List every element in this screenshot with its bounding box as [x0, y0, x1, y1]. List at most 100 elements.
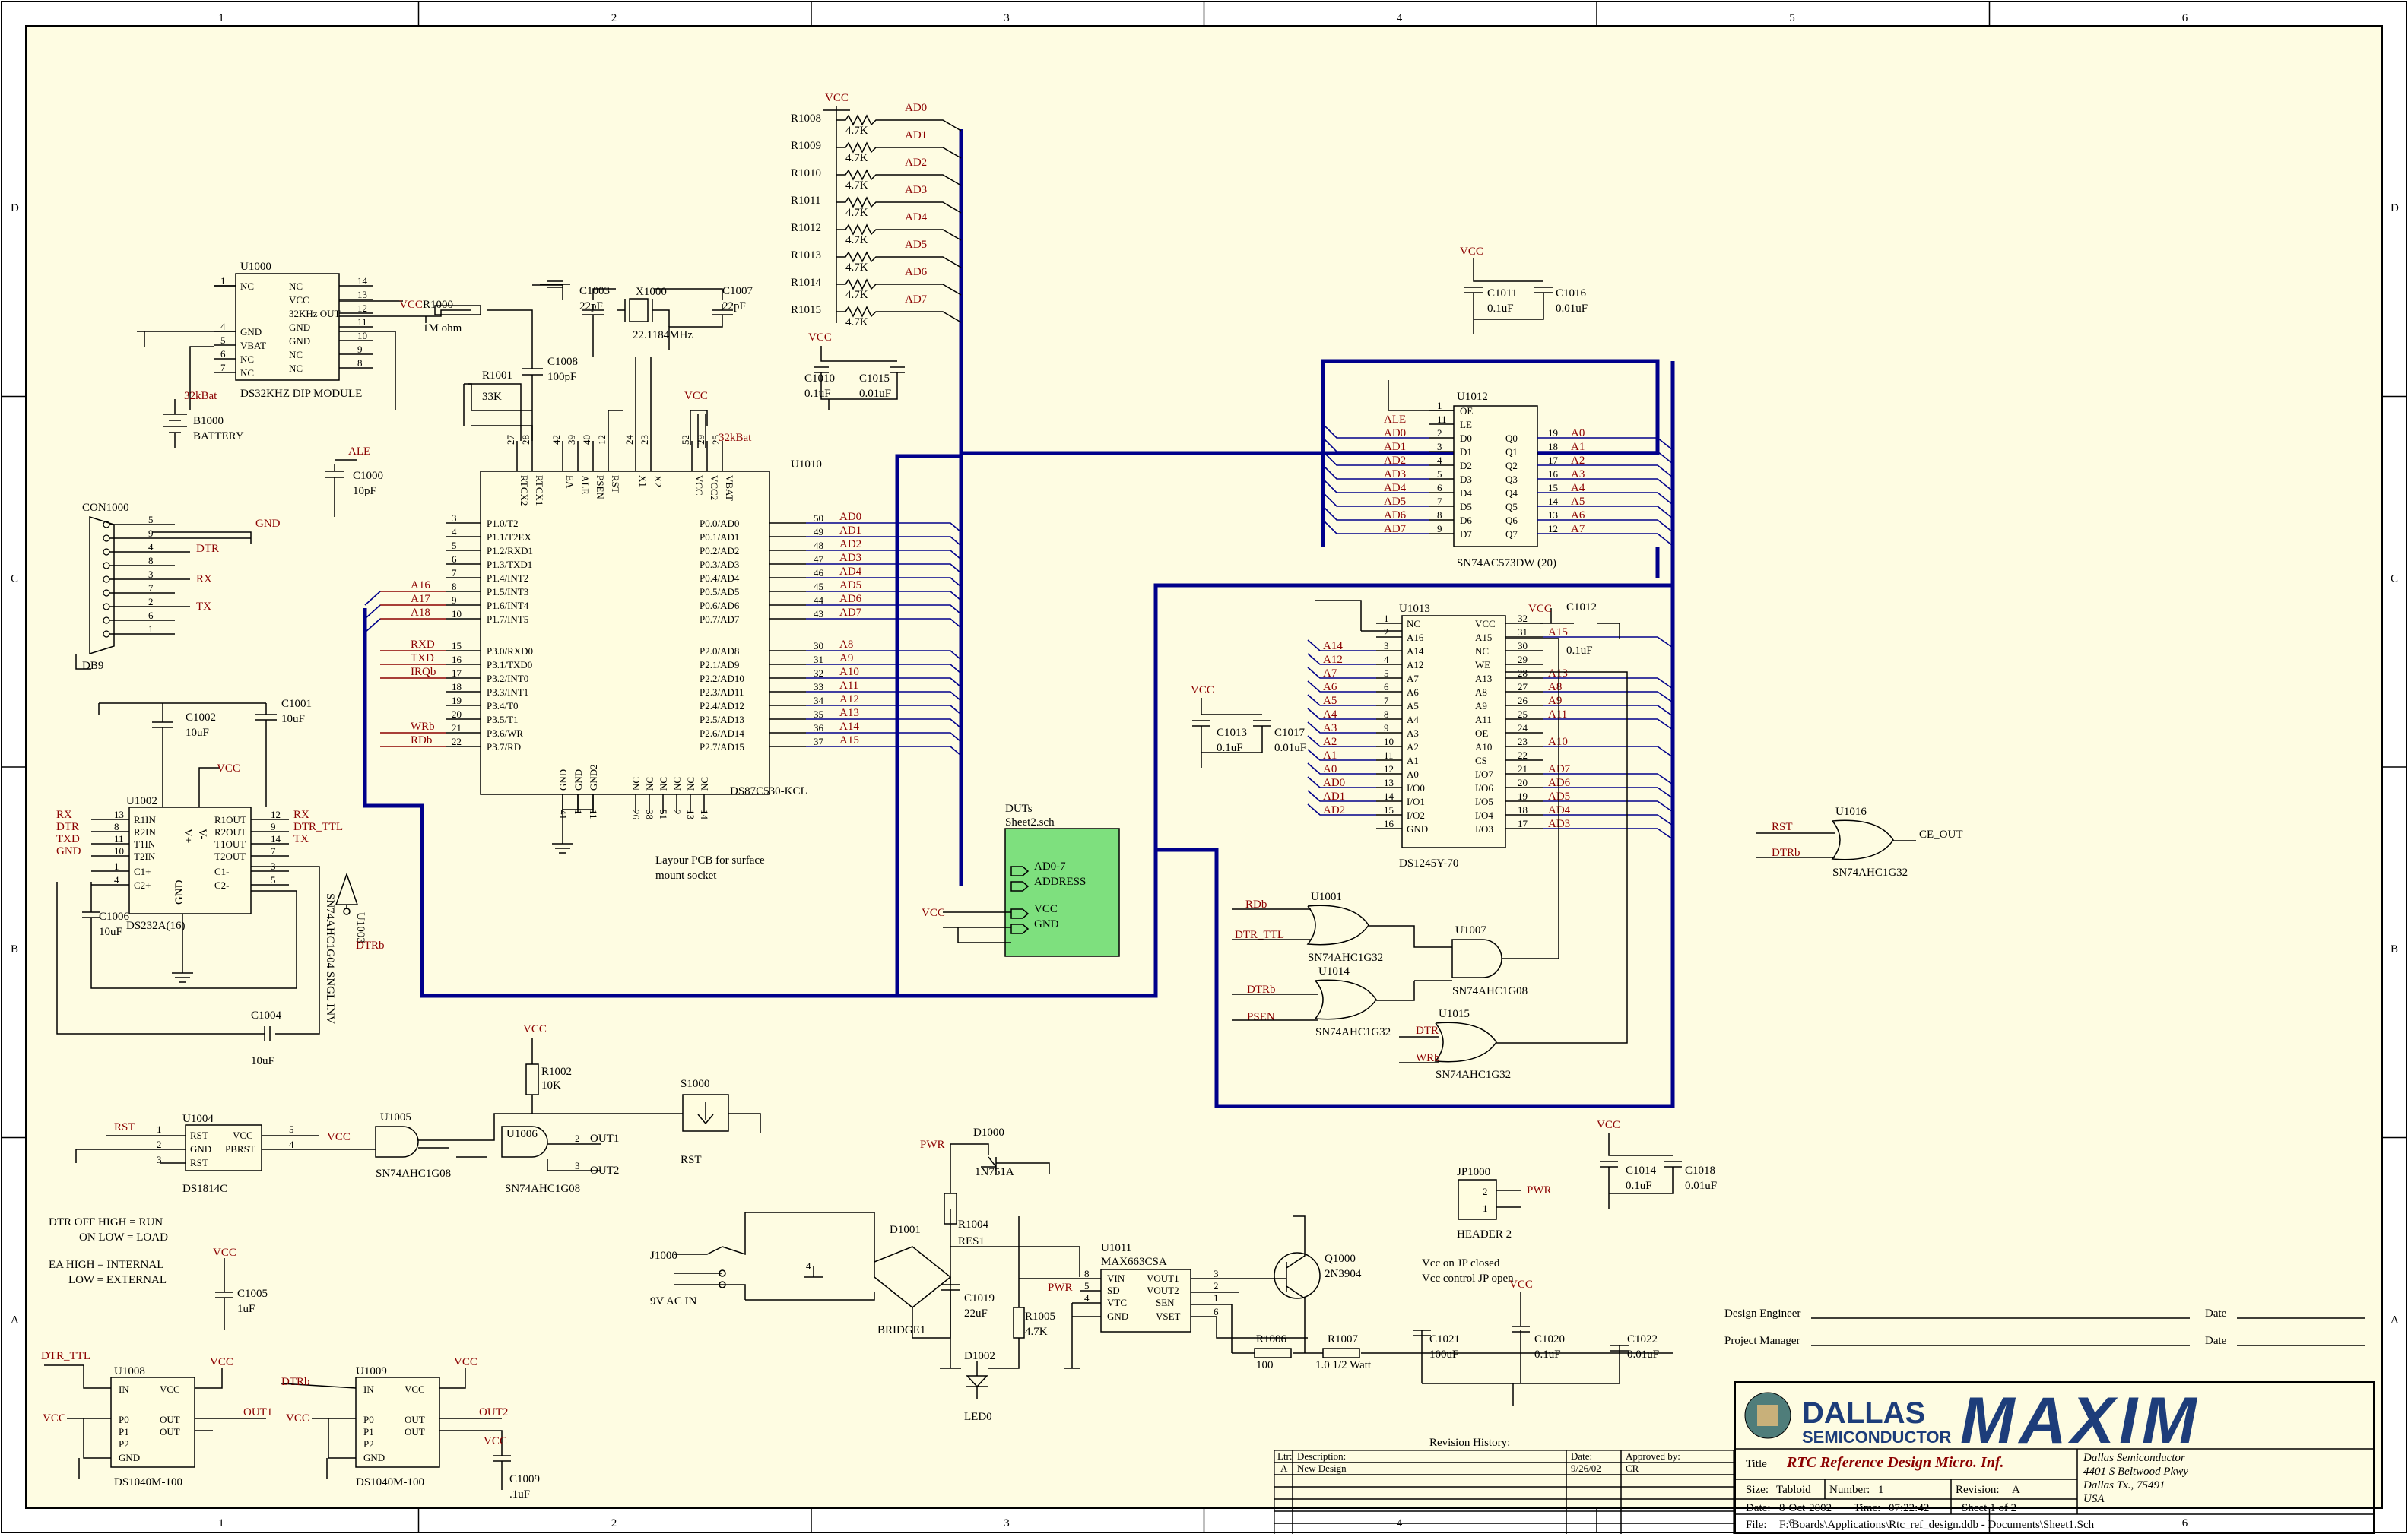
pin-label: P0.5/AD5 [700, 586, 739, 597]
pin-number: 8 [452, 581, 457, 592]
title-block: Design Engineer Date Project Manager Dat… [1724, 1307, 2375, 1534]
mcu-net-ad6: AD6 [839, 593, 862, 605]
gate-ref: U1014 [1318, 965, 1350, 978]
pin-label: I/O3 [1475, 823, 1493, 835]
pin-number: 10 [452, 608, 462, 620]
svg-text:U1011: U1011 [1101, 1242, 1131, 1254]
pin-label: VCC2 [709, 475, 720, 500]
pin-label: I/O0 [1407, 782, 1425, 794]
pin-number: 52 [680, 435, 691, 445]
u1008-delay-line: U1008 DS1040M-100 IN P0 P1 P2 GND VCC OU… [41, 1350, 272, 1488]
svg-text:RST: RST [114, 1121, 135, 1133]
pin-label: Q4 [1505, 487, 1518, 499]
svg-text:0.1uF: 0.1uF [1626, 1180, 1652, 1192]
db9-pin-number: 4 [148, 541, 154, 553]
svg-text:GND: GND [190, 1143, 211, 1155]
svg-text:22pF: 22pF [579, 300, 603, 312]
sram-left-net: A5 [1323, 695, 1337, 707]
svg-text:DS1245Y-70: DS1245Y-70 [1399, 857, 1458, 870]
pin-label: P1.4/INT2 [487, 572, 528, 584]
u1002-rs232-transceiver: U1002 DS232A(16) R1IN13R2IN8T1IN11T2IN10… [56, 698, 343, 1067]
sram-right-net: A11 [1548, 708, 1567, 721]
svg-text:22.1184MHz: 22.1184MHz [633, 329, 693, 341]
net-label-a18: A18 [411, 607, 430, 619]
pin-label: P2.3/AD11 [700, 686, 744, 698]
svg-text:VCC: VCC [1460, 246, 1483, 258]
pin-number: 28 [1518, 667, 1528, 679]
net-label-rdb: RDb [411, 734, 432, 746]
grid-col-label: 3 [1004, 1517, 1010, 1529]
pin-label: NC [289, 280, 303, 292]
pin-label: A11 [1475, 714, 1492, 725]
pin-number: 31 [1518, 626, 1528, 638]
resistor-r1011: R1011 [791, 195, 820, 207]
pin-number: 42 [550, 435, 562, 445]
svg-text:VCC: VCC [43, 1412, 66, 1425]
pin-number: 4 [452, 526, 457, 537]
svg-text:SD: SD [1107, 1285, 1120, 1296]
grid-row-label: A [11, 1314, 19, 1326]
pin-number: 37 [814, 736, 824, 747]
resistor-r1013: R1013 [791, 249, 821, 261]
c1011-c1016: VCC C1011 0.1uF C1016 0.01uF [1460, 246, 1588, 334]
pin-number: 6 [452, 553, 457, 565]
pin-label: VCC [289, 294, 309, 306]
latch-input-net: AD2 [1384, 455, 1406, 467]
jp1000-header[interactable]: JP1000 HEADER 2 21 PWR [1457, 1166, 1552, 1241]
duts-sheet-symbol[interactable]: DUTs Sheet2.sch AD0-7 ADDRESS VCC GND VC… [922, 803, 1120, 957]
pin-number: 13 [685, 810, 696, 819]
svg-text:4: 4 [289, 1139, 294, 1150]
latch-input-net: AD6 [1384, 509, 1407, 521]
svg-text:0.01uF: 0.01uF [1685, 1180, 1717, 1192]
svg-text:File:: File: [1746, 1519, 1767, 1531]
svg-text:V-: V- [196, 829, 208, 839]
svg-text:CR: CR [1626, 1463, 1639, 1474]
svg-text:A: A [1280, 1463, 1288, 1474]
pin-number: 38 [644, 810, 655, 819]
pin-number: 20 [452, 708, 462, 720]
svg-text:VCC: VCC [327, 1131, 351, 1143]
svg-text:SN74AHC1G04 SNGL INV: SN74AHC1G04 SNGL INV [324, 893, 336, 1024]
svg-text:VIN: VIN [1107, 1273, 1125, 1284]
pin-label: P3.7/RD [487, 741, 521, 753]
latch-input-net: AD0 [1384, 427, 1406, 439]
svg-text:CON1000: CON1000 [82, 502, 129, 514]
sram-left-net: AD1 [1323, 791, 1345, 803]
u1011-regulator: U1011 MAX663CSA VIN SD VTC GND VOUT1 VOU… [1019, 1242, 1308, 1369]
pin-label: GND [240, 326, 262, 338]
pin-label: I/O5 [1475, 796, 1493, 807]
crystal-x1000: X1000 22.1184MHz C1003 22pF C1007 22pF C… [463, 280, 753, 441]
svg-text:VOUT2: VOUT2 [1147, 1285, 1179, 1296]
pin-label: P1.1/T2EX [487, 531, 531, 543]
pin-number: 13 [1384, 777, 1394, 788]
pin-number: 11 [357, 316, 367, 328]
svg-text:BATTERY: BATTERY [193, 430, 244, 442]
pin-label: Q2 [1505, 460, 1518, 471]
svg-text:3: 3 [1214, 1268, 1219, 1279]
svg-text:3: 3 [575, 1160, 580, 1171]
sram-right-net: A15 [1548, 626, 1568, 639]
pin-number: 12 [357, 303, 367, 314]
pin-number: 18 [1518, 804, 1528, 816]
pin-label: P3.3/INT1 [487, 686, 528, 698]
svg-text:VCC: VCC [454, 1356, 477, 1368]
svg-text:0.1uF: 0.1uF [1566, 645, 1593, 657]
pin-label: I/O4 [1475, 810, 1493, 821]
pin-label: A0 [1407, 769, 1419, 780]
pin-number: 7 [271, 845, 276, 857]
pin-label: NC [289, 363, 303, 374]
pin-label: GND [557, 769, 569, 791]
svg-text:2: 2 [1214, 1280, 1219, 1292]
pin-label: NC [658, 777, 669, 791]
latch-output-net: A6 [1571, 509, 1585, 521]
svg-text:1: 1 [1214, 1292, 1219, 1304]
svg-text:Vcc on JP closed: Vcc on JP closed [1422, 1257, 1500, 1269]
pin-number: 15 [452, 640, 462, 651]
pin-label: Q6 [1505, 515, 1518, 526]
svg-text:Tabloid: Tabloid [1776, 1484, 1811, 1496]
pin-number: 1 [114, 860, 119, 872]
svg-text:GND: GND [363, 1452, 385, 1463]
svg-text:U1003: U1003 [354, 912, 366, 943]
pin-number: 23 [639, 435, 650, 445]
